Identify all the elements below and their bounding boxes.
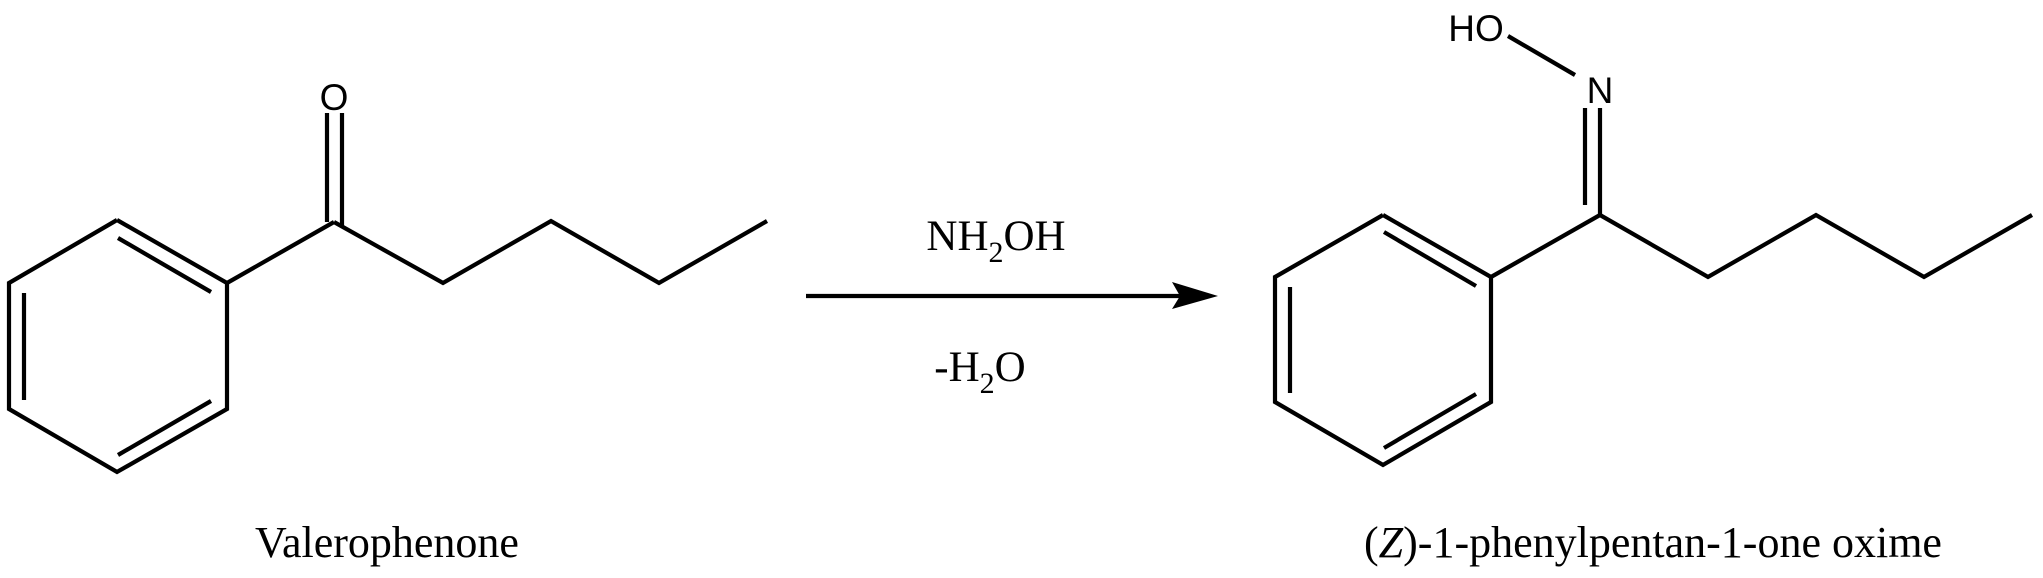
benzene-ring-reactant <box>6 218 230 475</box>
butyl-chain-reactant <box>332 218 769 286</box>
product-name: (Z)-1-phenylpentan-1-one oxime <box>1364 518 1942 567</box>
product-structure: HO N <box>1272 8 2034 468</box>
reactant-structure: O <box>6 77 769 475</box>
benzene-ring-product <box>1272 213 1494 468</box>
hydroxyl-label: HO <box>1448 8 1504 49</box>
bond-ring-imine-carbon <box>1489 213 1602 279</box>
bond-ring-carbonyl <box>225 220 336 285</box>
arrowhead-icon <box>1172 282 1218 309</box>
bond-n-o <box>1506 34 1577 77</box>
reactant-name: Valerophenone <box>255 518 519 567</box>
condition-below-arrow: -H2O <box>934 344 1025 400</box>
oxygen-label: O <box>320 77 349 118</box>
reagent-above-arrow: NH2OH <box>926 213 1065 269</box>
butyl-chain-product <box>1598 212 2034 280</box>
reaction-arrow <box>806 282 1218 309</box>
nitrogen-label: N <box>1587 70 1614 111</box>
